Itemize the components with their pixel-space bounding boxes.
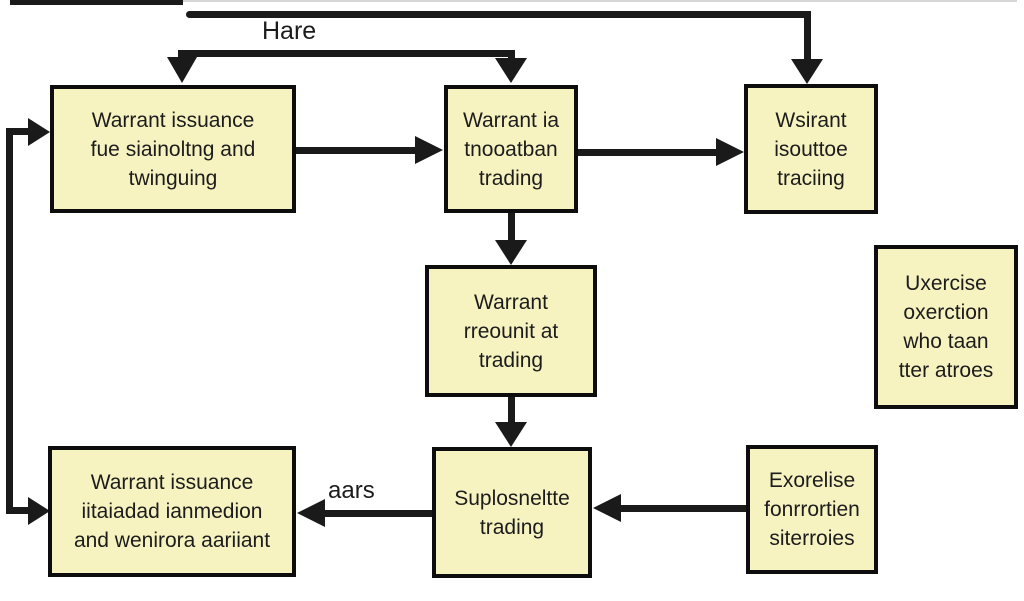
left-rail-bottom-horizontal	[6, 507, 30, 514]
box-text-line: trading	[478, 348, 544, 372]
arrow-bottommiddle-to-bottomleft-line	[325, 510, 432, 517]
arrowhead-down-into-top-left-box	[167, 57, 197, 83]
arrowhead-down-into-top-middle-box	[495, 58, 527, 83]
box-warrant-issuance-top: Warrant issuance fue siainoltng and twin…	[50, 85, 296, 213]
connector-top-long-vertical	[804, 11, 811, 62]
box-text-line: twinguing	[128, 166, 218, 190]
connector-top-long-horizontal	[186, 11, 811, 18]
box-text-line: Wsirant	[775, 108, 847, 132]
box-warrant-recount-trading: Warrant rreounit at trading	[425, 265, 597, 397]
box-text-line: Suplosneltte	[454, 486, 570, 510]
arrowhead-down-into-bottom-middle	[495, 422, 527, 447]
box-text-line: Warrant issuance	[91, 108, 255, 132]
box-text-line: Exorelise	[768, 469, 856, 492]
arrow-topleft-to-topmiddle-line	[296, 147, 417, 154]
box-text-line: and wenirora aariiant	[73, 529, 271, 552]
box-exercise-bottom: Exorelise fonrrortien siterroies	[746, 445, 878, 574]
arrowhead-left-into-bottom-left	[297, 499, 325, 527]
box-warrant-trading-top: Warrant ia tnooatban trading	[444, 85, 578, 213]
arrowhead-down-into-top-right-box	[791, 59, 823, 84]
box-text-line: fue siainoltng and	[90, 137, 256, 161]
box-text-line: who taan	[903, 330, 989, 353]
box-warrant-issuance-bottom: Warrant issuance iitaiadad ianmedion and…	[48, 446, 296, 577]
box-text-line: Warrant issuance	[90, 471, 254, 494]
box-text-line: trading	[478, 166, 544, 190]
arrow-center-to-bottommiddle-line	[508, 397, 515, 424]
box-text-line: fonrrortien	[764, 498, 860, 521]
arrowhead-right-into-top-left-box	[28, 118, 50, 146]
connector-hare-horizontal	[178, 50, 515, 57]
arrowhead-right-into-top-middle	[415, 136, 443, 164]
box-text-line: tnooatban	[464, 137, 558, 161]
box-text-line: oxerction	[903, 301, 989, 324]
arrowhead-right-into-top-right	[716, 138, 744, 166]
box-supplement-trading: Suplosneltte trading	[432, 447, 592, 578]
left-rail-vertical	[6, 128, 13, 514]
arrow-bottomright-to-bottommiddle-line	[621, 505, 746, 512]
arrow-topmiddle-to-center-line	[508, 213, 515, 242]
faint-top-line	[183, 0, 1017, 2]
label-hare: Hare	[262, 17, 317, 45]
box-text-line: iitaiadad ianmedion	[81, 500, 263, 523]
box-text-line: Warrant ia	[462, 108, 560, 132]
label-aars: aars	[328, 477, 375, 504]
box-exercise-isolated: Uxercise oxerction who taan tter atroes	[874, 245, 1018, 409]
left-rail-top-horizontal	[6, 128, 30, 135]
arrow-topmiddle-to-topright-line	[578, 149, 718, 156]
box-text-line: tter atroes	[898, 359, 994, 382]
box-text-line: trading	[479, 515, 545, 539]
box-text-line: traciing	[777, 166, 845, 190]
box-text-line: siterroies	[769, 527, 855, 550]
box-text-line: rreounit at	[463, 319, 559, 343]
box-text-line: Uxercise	[905, 272, 987, 295]
box-text-line: isouttoe	[774, 137, 848, 161]
arrowhead-right-into-bottom-left-box	[28, 497, 50, 525]
arrowhead-down-into-center-box	[495, 240, 527, 265]
box-warrant-tracing: Wsirant isouttoe traciing	[744, 84, 878, 214]
arrowhead-left-into-bottom-middle	[593, 494, 621, 522]
box-text-line: Warrant	[474, 290, 548, 314]
top-left-cutoff-line	[10, 0, 183, 5]
connector-hare-right-stub	[508, 50, 515, 62]
